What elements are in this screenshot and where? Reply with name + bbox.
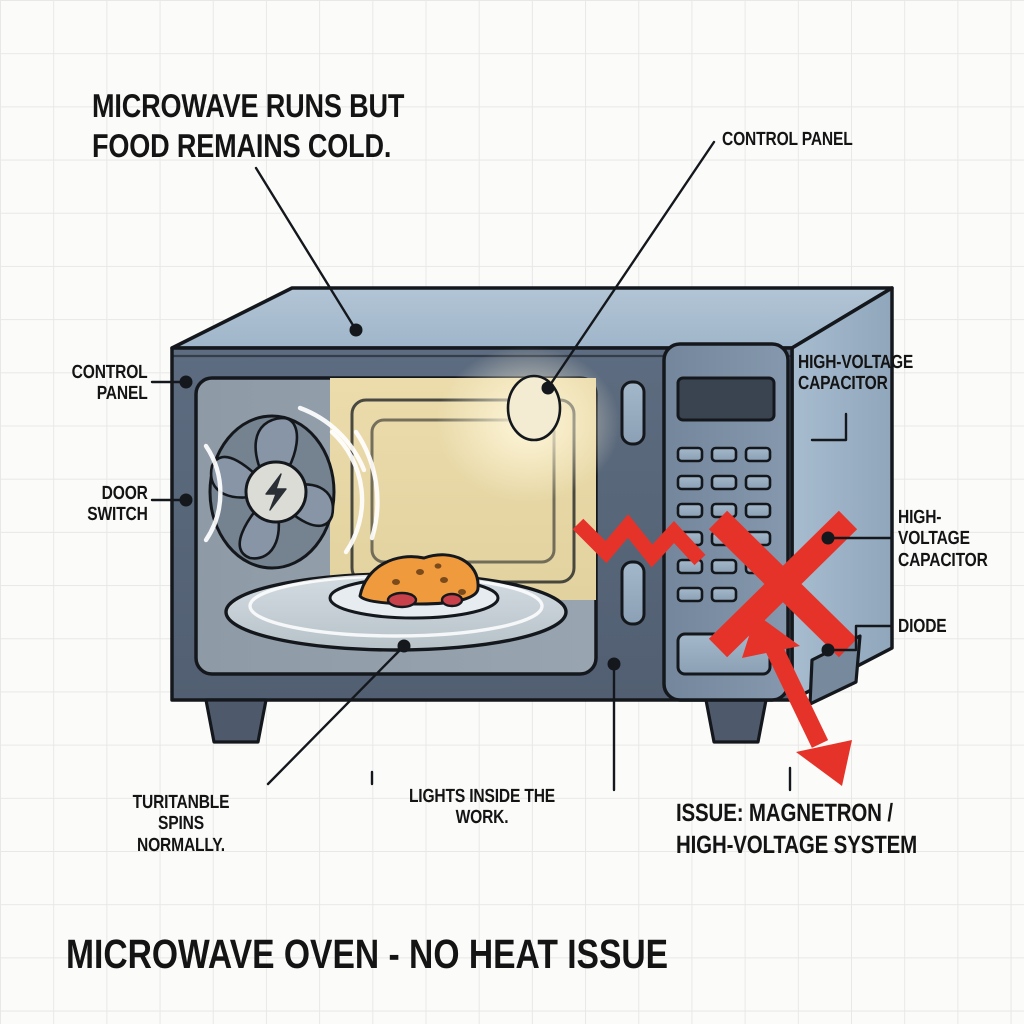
leader-dot-door-switch <box>179 493 193 507</box>
door-latch-upper[interactable] <box>620 380 646 446</box>
door-latch-lower[interactable] <box>620 560 646 626</box>
leader-headline <box>254 166 358 332</box>
keypad-button[interactable] <box>676 558 704 575</box>
headline-text: MICROWAVE RUNS BUT FOOD REMAINS COLD. <box>92 87 405 165</box>
leader-dots <box>179 323 835 671</box>
oven-foot-right <box>704 698 768 744</box>
keypad-button[interactable] <box>710 558 738 575</box>
keypad-button[interactable] <box>744 474 772 491</box>
keypad-button[interactable] <box>676 502 704 519</box>
fan-icon <box>208 414 336 570</box>
keypad-button[interactable] <box>744 502 772 519</box>
label-high-voltage-capacitor-right: HIGH-VOLTAGE CAPACITOR <box>898 507 988 571</box>
leader-hv-cap-top <box>810 412 848 442</box>
keypad-button[interactable] <box>676 586 704 603</box>
leader-control-panel-top <box>546 140 716 390</box>
keypad-button[interactable] <box>710 586 738 603</box>
leader-dot-control-panel-left <box>179 375 193 389</box>
leader-lines <box>150 140 894 792</box>
red-double-arrow-icon <box>742 614 852 786</box>
control-panel-display[interactable] <box>676 376 776 422</box>
leader-dot-diode <box>821 643 835 657</box>
keypad-button[interactable] <box>744 446 772 463</box>
label-diode: DIODE <box>898 616 947 637</box>
leader-diode <box>826 624 894 652</box>
label-issue: ISSUE: MAGNETRON / HIGH-VOLTAGE SYSTEM <box>676 799 918 859</box>
leader-dot-turntable <box>397 639 411 653</box>
leader-dot-lights <box>607 657 621 671</box>
door-latch-group[interactable] <box>620 380 646 626</box>
lightning-bolt-icon <box>265 473 287 511</box>
turntable <box>224 553 568 652</box>
bottom-title: MICROWAVE OVEN - NO HEAT ISSUE <box>66 931 669 977</box>
label-lights: LIGHTS INSIDE THE WORK. <box>408 786 556 829</box>
fan-motion-arcs <box>203 405 380 555</box>
label-high-voltage-capacitor-top: HIGH-VOLTAGE CAPACITOR <box>798 352 914 395</box>
oven-door-window <box>194 346 620 676</box>
label-control-panel-left: CONTROL PANEL <box>72 362 148 405</box>
leader-dot-hv-cap-right <box>821 531 835 545</box>
label-door-switch: DOOR SWITCH <box>87 483 149 526</box>
oven-top-surface <box>170 286 894 350</box>
oven-foot-left <box>204 698 268 744</box>
keypad-button[interactable] <box>676 446 704 463</box>
food-specks <box>392 563 466 599</box>
keypad-button[interactable] <box>710 474 738 491</box>
leader-dot-headline <box>349 323 363 337</box>
keypad-button[interactable] <box>676 474 704 491</box>
food-accent <box>440 592 464 608</box>
food-accent <box>386 591 418 609</box>
leader-turntable <box>266 644 406 786</box>
label-turntable: TURITANBLE SPINS NORMALLY. <box>132 792 230 856</box>
label-control-panel-top: CONTROL PANEL <box>722 129 853 150</box>
red-lightning-zigzag-icon <box>572 514 706 568</box>
leader-dot-control-panel-top <box>541 381 555 395</box>
keypad-button[interactable] <box>710 446 738 463</box>
